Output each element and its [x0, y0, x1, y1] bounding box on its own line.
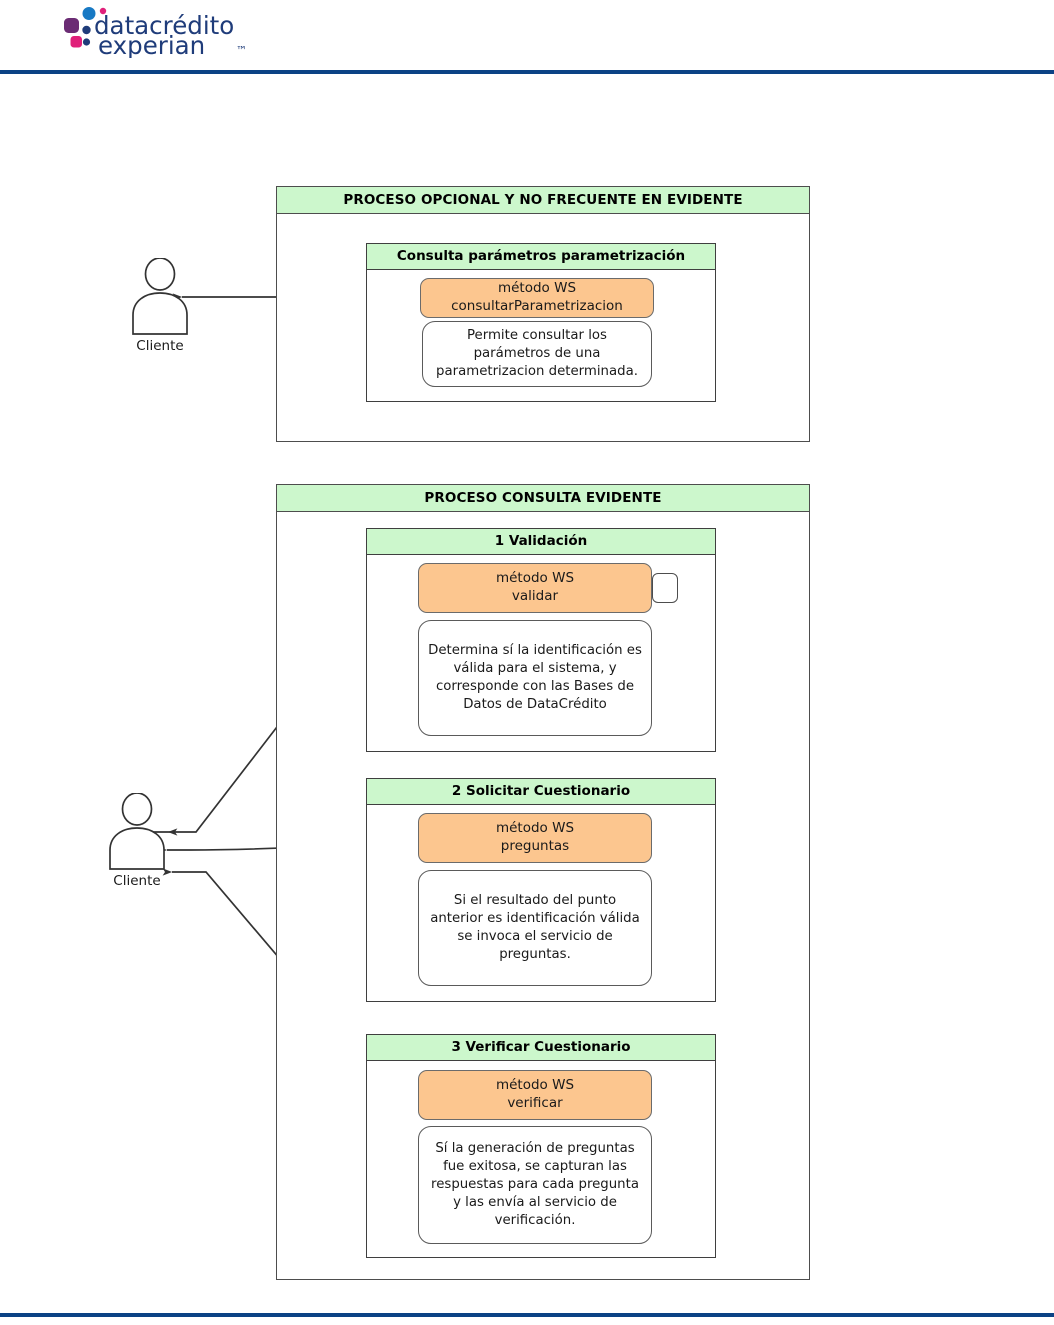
description-text: Sí la generación de preguntas fue exitos… — [431, 1140, 639, 1229]
method-prefix: método WS — [495, 820, 575, 837]
method-text: método WS preguntas — [496, 820, 574, 856]
method-prefix: método WS — [495, 1077, 575, 1094]
actor-label: Cliente — [136, 338, 184, 354]
actor-cliente-bottom: Cliente — [95, 792, 179, 893]
svg-text:experian: experian — [98, 31, 205, 58]
method-prefix: método WS — [495, 570, 575, 587]
description-text: Determina sí la identificación es válida… — [428, 642, 642, 713]
description-box-consulta-parametros: Permite consultar los parámetros de una … — [422, 321, 652, 387]
method-name: preguntas — [500, 838, 570, 854]
step-title: 2 Solicitar Cuestionario — [367, 779, 715, 805]
description-text: Si el resultado del punto anterior es id… — [430, 892, 640, 963]
method-box-validar[interactable]: método WS validar — [418, 563, 652, 613]
svg-text:datacrédito: datacrédito — [94, 11, 234, 40]
description-text: Permite consultar los parámetros de una … — [436, 327, 638, 380]
step-title: Consulta parámetros parametrización — [367, 244, 715, 270]
step-title: 1 Validación — [367, 529, 715, 555]
description-box-verificar-cuestionario: Sí la generación de preguntas fue exitos… — [418, 1126, 652, 1244]
process-title: PROCESO CONSULTA EVIDENTE — [277, 485, 809, 512]
description-box-solicitar-cuestionario: Si el resultado del punto anterior es id… — [418, 870, 652, 986]
method-name: consultarParametrizacion — [451, 298, 623, 314]
method-text: método WS validar — [496, 570, 574, 606]
svg-text:™: ™ — [236, 44, 247, 57]
method-name: validar — [511, 588, 559, 604]
footer-divider — [0, 1313, 1054, 1317]
step-title: 3 Verificar Cuestionario — [367, 1035, 715, 1061]
method-tab-validar — [652, 573, 678, 603]
actor-label: Cliente — [113, 873, 161, 889]
brand-logo: datacrédito experian ™ — [58, 6, 298, 60]
description-box-validacion: Determina sí la identificación es válida… — [418, 620, 652, 736]
actor-cliente-top: Cliente — [118, 257, 202, 358]
method-prefix: método WS — [497, 280, 577, 297]
process-title: PROCESO OPCIONAL Y NO FRECUENTE EN EVIDE… — [277, 187, 809, 214]
method-name: verificar — [507, 1095, 563, 1111]
actor-icon — [109, 792, 165, 870]
method-box-verificar[interactable]: método WS verificar — [418, 1070, 652, 1120]
method-text: método WS consultarParametrizacion — [451, 280, 623, 316]
method-box-preguntas[interactable]: método WS preguntas — [418, 813, 652, 863]
method-text: método WS verificar — [496, 1077, 574, 1113]
method-box-consultarparametrizacion[interactable]: método WS consultarParametrizacion — [420, 278, 654, 318]
header-divider — [0, 70, 1054, 74]
actor-icon — [132, 257, 188, 335]
